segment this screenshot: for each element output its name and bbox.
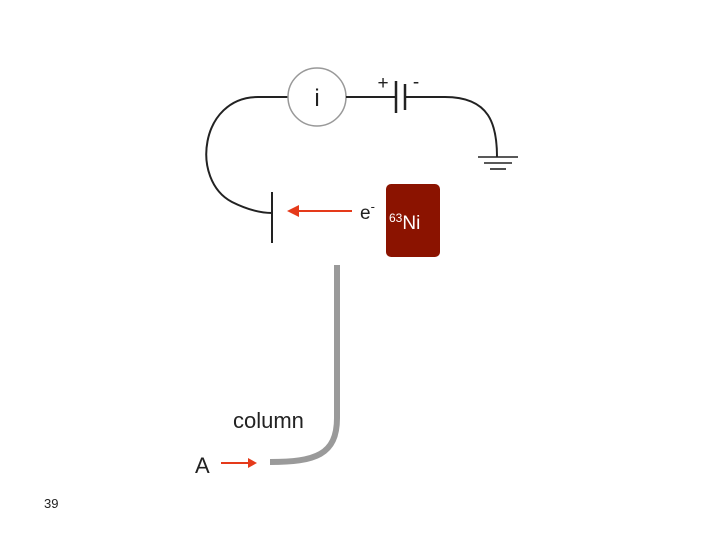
nickel-label: 63Ni <box>389 211 420 234</box>
page-number: 39 <box>44 496 59 511</box>
wire-left <box>205 96 288 214</box>
battery-plus-label: + <box>377 73 388 94</box>
electron-charge: - <box>371 199 375 214</box>
column-label: column <box>233 408 304 433</box>
battery-minus-label: - <box>413 72 419 93</box>
inlet-label: A <box>195 453 210 478</box>
ground-icon <box>478 156 518 170</box>
electron-arrow-head <box>287 205 299 217</box>
wire-right <box>405 96 498 158</box>
electron-symbol: e <box>360 203 371 224</box>
nickel-element: Ni <box>402 213 420 234</box>
meter-symbol: i <box>314 85 319 112</box>
electron-label: e- <box>360 199 375 224</box>
inlet-arrow-head <box>248 458 257 468</box>
column-tube <box>269 265 340 465</box>
nickel-source <box>386 184 440 257</box>
nickel-mass-number: 63 <box>389 211 403 225</box>
